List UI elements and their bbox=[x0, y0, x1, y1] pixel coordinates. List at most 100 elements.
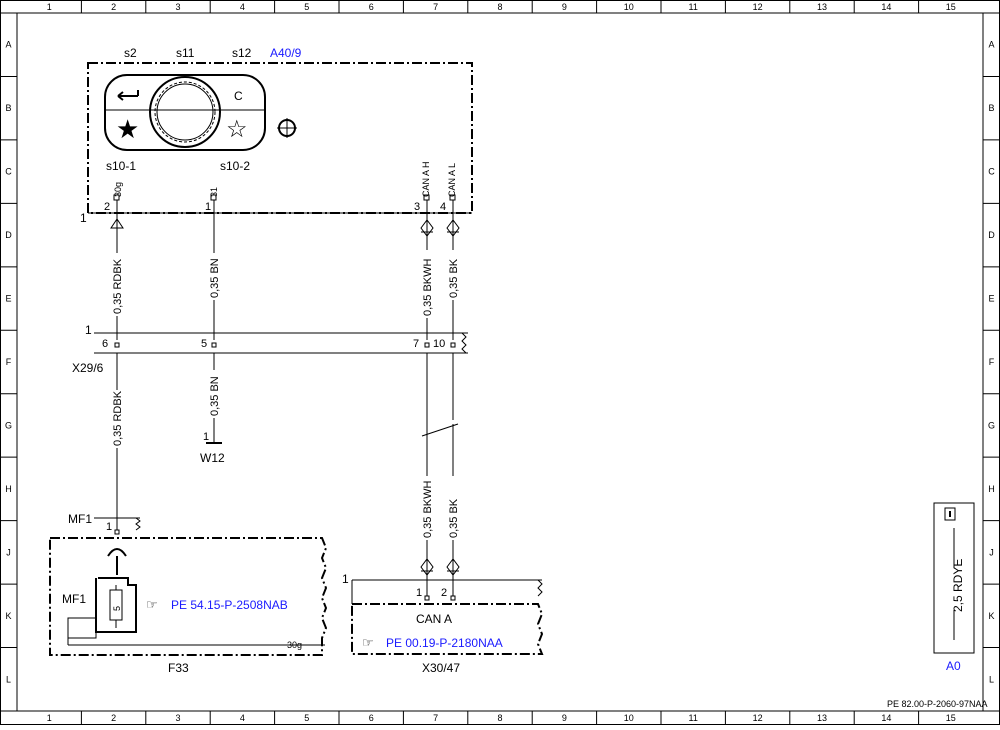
direction-arrow-icon bbox=[110, 218, 124, 229]
switch-label-s11: s11 bbox=[176, 46, 195, 60]
pin-number: 4 bbox=[440, 201, 446, 213]
row-label: J bbox=[6, 547, 11, 557]
column-label: 3 bbox=[175, 2, 180, 12]
wire-bn-lower: 0,35 BN 1 W12 bbox=[200, 353, 225, 465]
column-label: 11 bbox=[689, 2, 698, 12]
column-label: 13 bbox=[817, 2, 827, 12]
row-label: F bbox=[989, 357, 995, 367]
row-label: C bbox=[5, 167, 12, 177]
bidirectional-arrow-icon bbox=[446, 219, 460, 237]
row-label: H bbox=[5, 484, 12, 494]
wire-bkwh: 0,35 BKWH bbox=[420, 213, 434, 340]
terminal-label: 30g bbox=[287, 640, 302, 650]
wire-label: 0,35 BK bbox=[448, 498, 460, 538]
column-label: 15 bbox=[946, 713, 956, 723]
pin-function-30g: 30g bbox=[113, 182, 123, 197]
row-label: E bbox=[988, 294, 994, 304]
fuse-link[interactable]: PE 54.15-P-2508NAB bbox=[171, 598, 288, 612]
wire-bn: 0,35 BN bbox=[209, 213, 221, 340]
row-label: L bbox=[6, 674, 11, 684]
sub-label-s10-2: s10-2 bbox=[220, 159, 250, 173]
switch-panel bbox=[104, 74, 266, 151]
wire-rdbk: 0,35 RDBK bbox=[110, 213, 124, 340]
row-label: D bbox=[5, 230, 12, 240]
switch-label-s2: s2 bbox=[124, 46, 137, 60]
wire-legend: 2,5 RDYE A0 bbox=[933, 502, 975, 673]
pin-number: 3 bbox=[414, 201, 420, 213]
column-label: 10 bbox=[624, 2, 634, 12]
pin-number: 1 bbox=[205, 201, 211, 213]
column-label: 7 bbox=[433, 2, 438, 12]
pin-number: 7 bbox=[413, 338, 419, 350]
legend-wire: 2,5 RDYE bbox=[951, 559, 965, 612]
column-label: 1 bbox=[47, 2, 52, 12]
row-label: F bbox=[6, 357, 12, 367]
column-label: 4 bbox=[240, 713, 245, 723]
row-label: B bbox=[5, 103, 11, 113]
connector-marker: 1 bbox=[342, 572, 349, 586]
row-label: B bbox=[988, 103, 994, 113]
column-label: 2 bbox=[111, 2, 116, 12]
row-label: A bbox=[988, 40, 994, 50]
column-label: 5 bbox=[304, 2, 309, 12]
wire-label: 0,35 BKWH bbox=[422, 480, 434, 538]
fuse-mf-label: MF1 bbox=[68, 512, 92, 526]
wire-label: 0,35 RDBK bbox=[112, 258, 124, 314]
reference-hand-icon: ☞ bbox=[146, 597, 158, 612]
fuse-mf-label: MF1 bbox=[62, 592, 86, 606]
row-label: J bbox=[989, 547, 994, 557]
pin-number: 1 bbox=[416, 587, 422, 599]
can-connector-x30-47: 1 1 2 CAN A ☞ PE 00.19-P-2180NAA X30/47 bbox=[342, 572, 544, 675]
column-label: 10 bbox=[624, 713, 634, 723]
column-label: 4 bbox=[240, 2, 245, 12]
ground-pin: 1 bbox=[203, 431, 209, 443]
wire-rdbk-lower: 0,35 RDBK bbox=[112, 353, 124, 530]
column-label: 12 bbox=[753, 713, 763, 723]
fuse-block-f33: MF1 1 5 MF1 30g ☞ PE 54.15-P-2508NAB F33 bbox=[49, 512, 328, 675]
pin-number: 2 bbox=[104, 201, 110, 213]
pin-function-can-l: CAN A L bbox=[447, 163, 457, 197]
pin-number: 10 bbox=[433, 338, 445, 350]
wire-label: 0,35 BKWH bbox=[422, 258, 434, 316]
row-label: E bbox=[5, 294, 11, 304]
bidirectional-arrow-icon bbox=[446, 558, 460, 576]
document-number: PE 82.00-P-2060-97NAA bbox=[887, 699, 988, 709]
fuse-value: 5 bbox=[112, 606, 122, 611]
column-label: 6 bbox=[369, 2, 374, 12]
column-label: 1 bbox=[47, 713, 52, 723]
can-link[interactable]: PE 00.19-P-2180NAA bbox=[386, 636, 503, 650]
pin-number: 2 bbox=[441, 587, 447, 599]
column-label: 7 bbox=[433, 713, 438, 723]
pin-number: 6 bbox=[102, 338, 108, 350]
column-label: 6 bbox=[369, 713, 374, 723]
reference-hand-icon: ☞ bbox=[362, 635, 374, 650]
can-label: CAN A bbox=[416, 612, 452, 626]
ground-ref: W12 bbox=[200, 451, 225, 465]
bidirectional-arrow-icon bbox=[420, 558, 434, 576]
twisted-pair: 0,35 BKWH 0,35 BK bbox=[420, 353, 460, 596]
column-label: 11 bbox=[689, 713, 698, 723]
back-arrow-icon bbox=[117, 90, 139, 101]
row-label: G bbox=[5, 420, 12, 430]
switch-unit-ref: A40/9 bbox=[270, 46, 302, 60]
row-label: D bbox=[988, 230, 995, 240]
switch-label-s12: s12 bbox=[232, 46, 252, 60]
wire-label: 0,35 RDBK bbox=[112, 390, 124, 446]
column-label: 15 bbox=[946, 2, 956, 12]
column-label: 3 bbox=[175, 713, 180, 723]
wire-bk: 0,35 BK bbox=[446, 213, 460, 340]
bidirectional-arrow-icon bbox=[420, 219, 434, 237]
column-label: 8 bbox=[497, 2, 502, 12]
pin-number: 5 bbox=[201, 338, 207, 350]
wire-label: 0,35 BN bbox=[209, 258, 221, 298]
filled-star-icon: ★ bbox=[116, 114, 139, 144]
column-label: 14 bbox=[881, 713, 891, 723]
column-label: 2 bbox=[111, 713, 116, 723]
connector-marker: 1 bbox=[85, 323, 92, 337]
